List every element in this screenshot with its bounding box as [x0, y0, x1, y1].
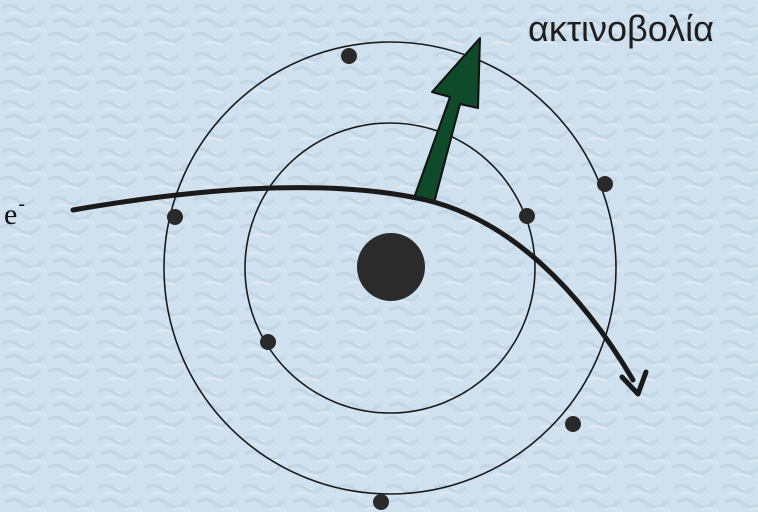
outer-orbit	[163, 41, 617, 495]
inner-orbit	[244, 122, 536, 414]
electron-path	[70, 185, 636, 383]
electron-label: e-	[4, 193, 25, 232]
orbital-electron	[260, 334, 276, 350]
orbital-electron	[341, 48, 357, 64]
orbital-electron	[519, 208, 535, 224]
orbital-electron	[167, 209, 183, 225]
electron-charge: -	[18, 193, 25, 215]
electron-symbol: e	[4, 198, 18, 231]
orbital-electron	[597, 176, 613, 192]
electron-path-arrowhead	[619, 369, 649, 397]
radiation-label: ακτινοβολία	[528, 8, 714, 49]
radiation-arrow	[413, 37, 481, 204]
orbital-electron	[565, 416, 581, 432]
nucleus	[357, 233, 425, 301]
orbital-electron	[373, 494, 389, 510]
